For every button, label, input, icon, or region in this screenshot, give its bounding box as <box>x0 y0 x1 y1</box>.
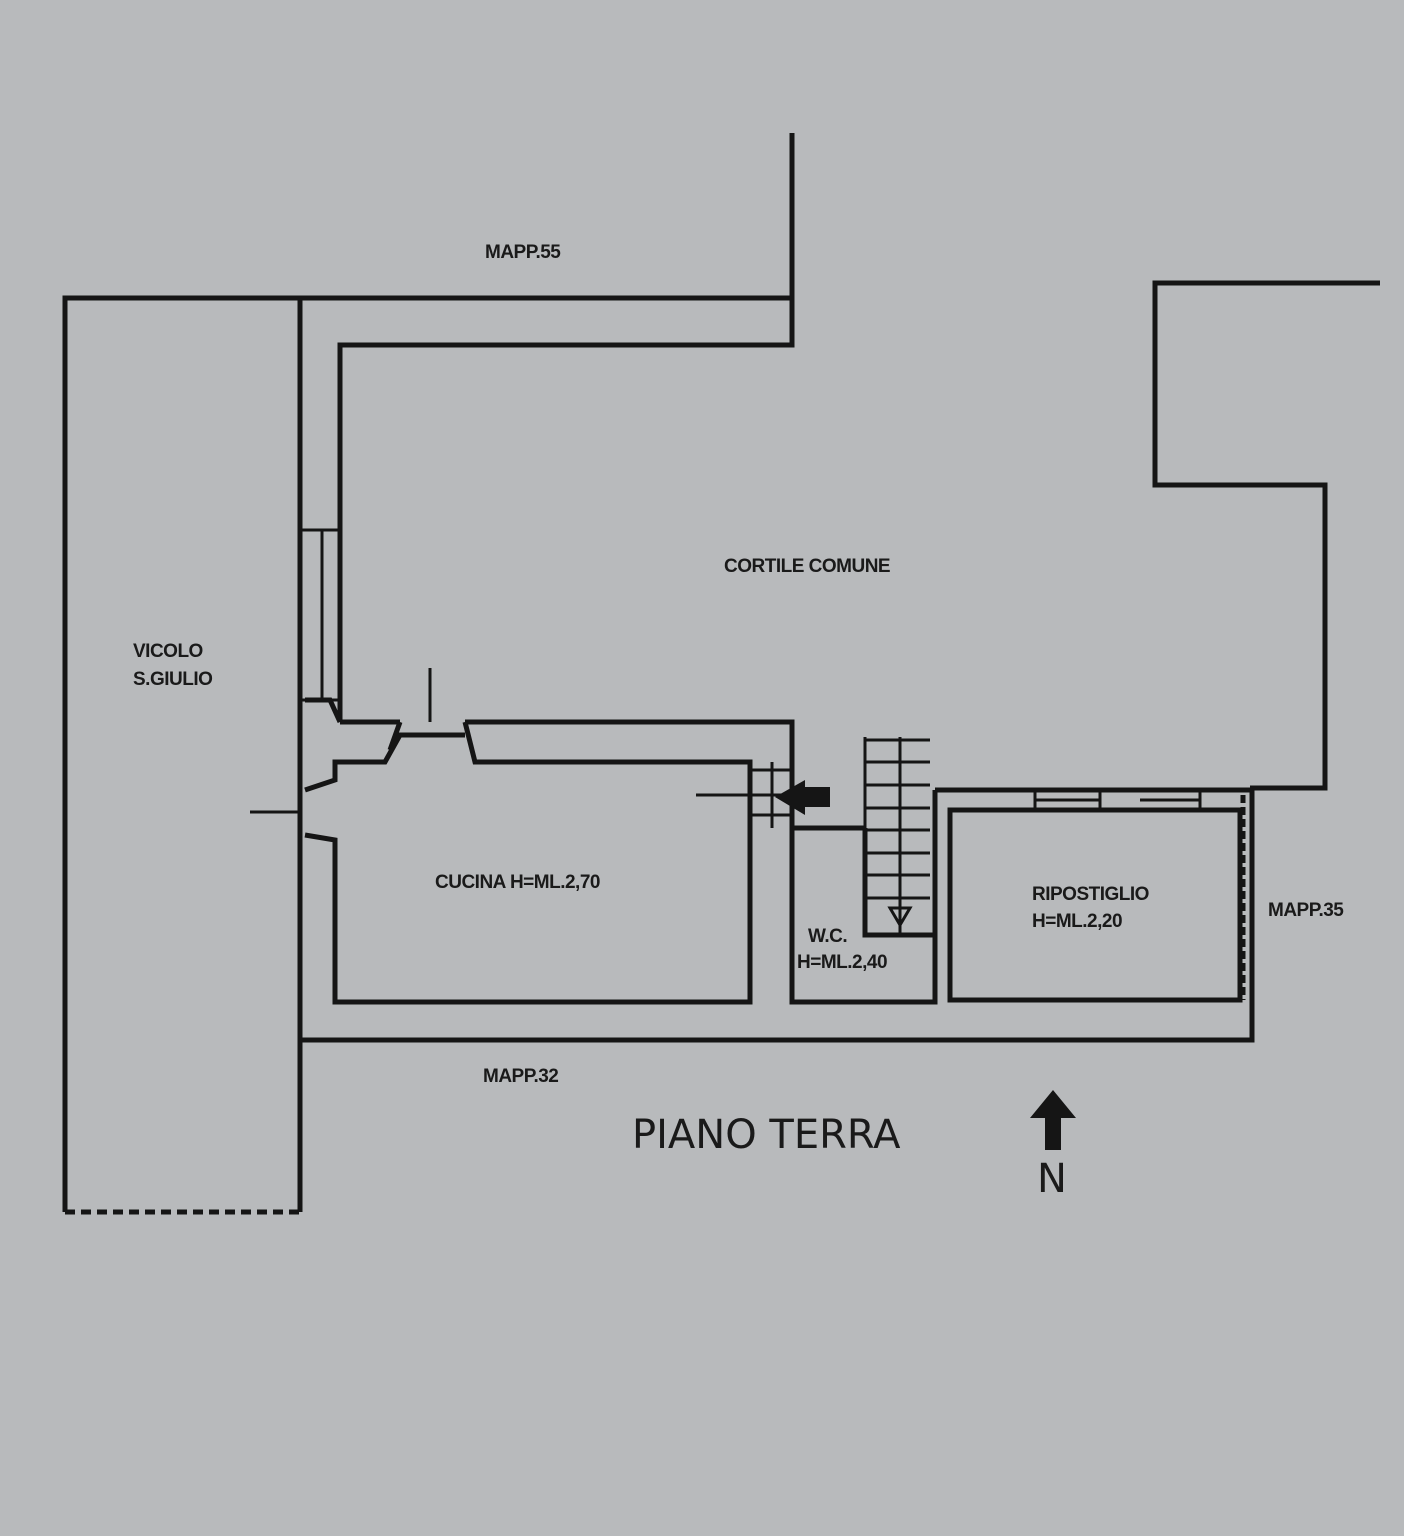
staircase <box>863 737 930 935</box>
wc-label: W.C. <box>808 926 847 947</box>
kitchen-label: CUCINA H=ML.2,70 <box>435 872 600 893</box>
storage-height-label: H=ML.2,20 <box>1032 911 1122 932</box>
storage-label: RIPOSTIGLIO <box>1032 884 1149 905</box>
building-walls <box>250 133 1255 1043</box>
courtyard-boundary <box>1152 280 1380 791</box>
courtyard-label: CORTILE COMUNE <box>724 556 890 577</box>
neighbor-label-south: MAPP.32 <box>483 1066 558 1087</box>
neighbor-label-north: MAPP.55 <box>485 242 561 263</box>
north-arrow-icon <box>1030 1090 1076 1150</box>
neighbor-label-east: MAPP.35 <box>1268 900 1344 921</box>
entrance-arrow-icon <box>775 780 830 815</box>
plan-title: PIANO TERRA <box>632 1112 901 1158</box>
street-label-line2: S.GIULIO <box>133 669 212 690</box>
north-label: N <box>1037 1156 1067 1202</box>
street-label-line1: VICOLO <box>133 641 203 662</box>
wc-height-label: H=ML.2,40 <box>797 952 887 973</box>
street-strip <box>62 295 303 1215</box>
